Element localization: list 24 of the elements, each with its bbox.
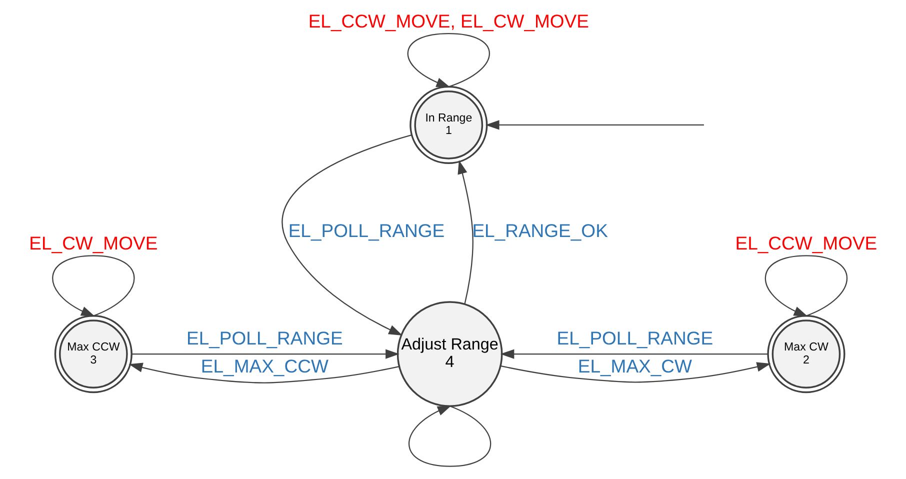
edge-label: EL_CCW_MOVE [735, 232, 878, 254]
arrow [128, 362, 400, 384]
edge-label: EL_POLL_RANGE [186, 328, 343, 349]
node-circle: In Range 1 [410, 86, 488, 164]
edge-label: EL_POLL_RANGE [556, 328, 714, 349]
edge-label: EL_MAX_CW [578, 355, 692, 376]
arrow [485, 120, 704, 130]
edge-label: EL_CCW_MOVE, EL_CW_MOVE [308, 10, 589, 32]
arrow [500, 349, 768, 359]
edge-label: EL_CW_MOVE [29, 232, 158, 254]
edge-label: EL_RANGE_OK [472, 220, 608, 241]
arrow [52, 255, 135, 317]
arrow [408, 32, 490, 88]
node-circle: Max CCW 3 [54, 315, 132, 394]
arrow [765, 255, 848, 317]
arrow [282, 134, 412, 336]
edge-label: EL_MAX_CCW [200, 355, 328, 376]
arrow [458, 160, 474, 304]
node-circle: Max CW 2 [767, 315, 846, 394]
edge-label: EL_POLL_RANGE [288, 220, 445, 241]
arrow [500, 362, 771, 383]
node-circle: Adjust Range 4 [396, 301, 503, 407]
arrow [408, 405, 492, 467]
arrow [132, 349, 400, 359]
